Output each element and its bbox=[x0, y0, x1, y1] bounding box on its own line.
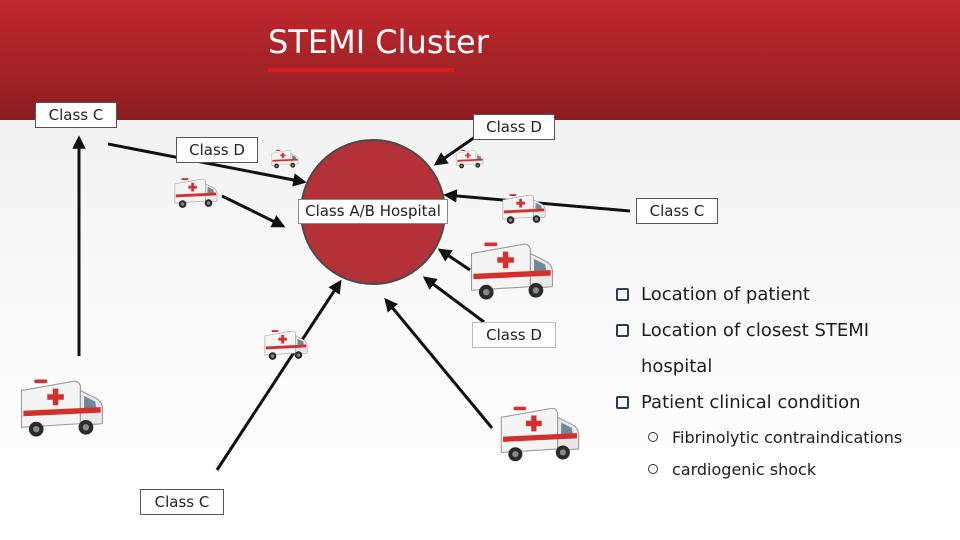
criteria-item: Location of patient bbox=[616, 284, 810, 305]
ambulance-icon bbox=[496, 402, 584, 466]
criteria-item: Location of closest STEMI bbox=[616, 320, 869, 341]
title-underline bbox=[268, 68, 454, 72]
criteria-item: Patient clinical condition bbox=[616, 392, 861, 413]
checkbox-bullet-icon bbox=[616, 288, 629, 301]
criteria-subitem: cardiogenic shock bbox=[648, 460, 816, 479]
checkbox-bullet-icon bbox=[616, 324, 629, 337]
class-c-right-label: Class C bbox=[636, 198, 718, 224]
ambulance-icon bbox=[262, 328, 310, 362]
ambulance-icon bbox=[16, 375, 108, 441]
arrow-left-ambulance-to-hospital bbox=[221, 194, 286, 228]
circle-bullet-icon bbox=[648, 432, 658, 442]
class-c-top-left-label: Class C bbox=[35, 102, 117, 128]
arrow-bottom-right-ambulance-to-hospital bbox=[384, 297, 494, 429]
arrow-class-c-bottom-to-hospital bbox=[215, 279, 342, 471]
ambulance-icon bbox=[466, 238, 558, 304]
arrow-class-d-lower-to-hospital bbox=[422, 276, 485, 324]
slide-title: STEMI Cluster bbox=[268, 23, 489, 61]
class-d-top-right-label: Class D bbox=[473, 114, 555, 140]
criteria-subitem: Fibrinolytic contraindications bbox=[648, 428, 902, 447]
ambulance-icon bbox=[270, 148, 300, 170]
hospital-label: Class A/B Hospital bbox=[298, 199, 448, 224]
criteria-item-continued: hospital bbox=[641, 356, 713, 377]
title-banner bbox=[0, 0, 960, 120]
class-d-lower-label: Class D bbox=[472, 322, 556, 348]
class-c-bottom-label: Class C bbox=[140, 489, 224, 515]
ambulance-icon bbox=[455, 148, 485, 170]
arrow-class-d-to-hospital bbox=[433, 133, 479, 166]
arrow-class-c-to-hospital bbox=[107, 142, 307, 187]
checkbox-bullet-icon bbox=[616, 396, 629, 409]
circle-bullet-icon bbox=[648, 464, 658, 474]
class-d-left-label: Class D bbox=[176, 137, 258, 163]
arrow-right-ambulance-to-hospital bbox=[437, 248, 471, 272]
ambulance-icon bbox=[500, 192, 548, 226]
ambulance-icon bbox=[172, 176, 220, 210]
